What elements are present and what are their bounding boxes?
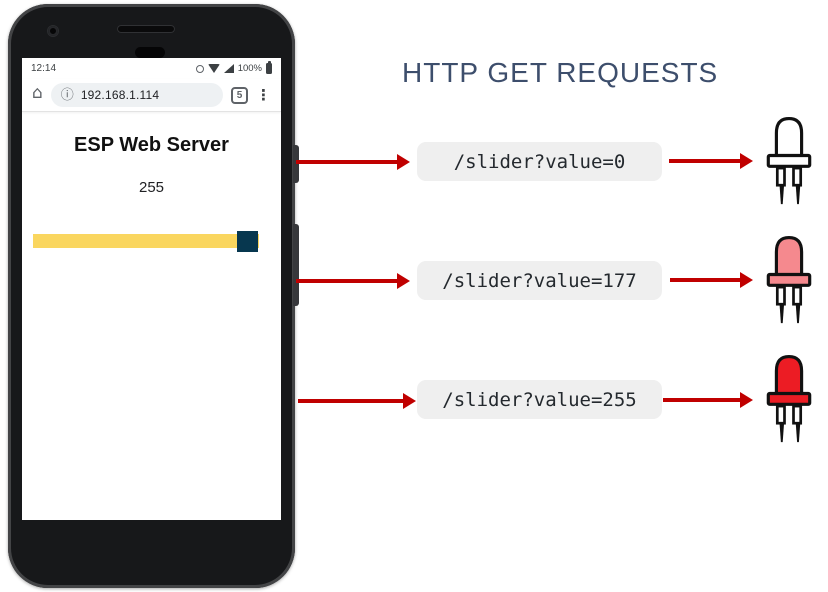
request-arrow <box>298 393 416 409</box>
request-path-box: /slider?value=0 <box>417 142 662 181</box>
status-bar: 12:14 100% <box>22 58 281 79</box>
data-saver-icon <box>195 64 204 73</box>
wifi-icon <box>207 64 220 73</box>
led-dim-icon <box>766 236 812 324</box>
phone-frame: 12:14 100% ⌂ ⓘ 192.168.1.114 5 ⋮ <box>8 4 295 588</box>
brightness-slider-thumb[interactable] <box>237 231 258 252</box>
request-arrow <box>296 273 410 289</box>
led-bright-icon <box>766 355 812 443</box>
request-path-box: /slider?value=255 <box>417 380 662 419</box>
status-time: 12:14 <box>31 63 57 74</box>
battery-icon <box>266 61 272 74</box>
tab-switcher-button[interactable]: 5 <box>231 86 248 104</box>
url-field[interactable]: ⓘ 192.168.1.114 <box>50 83 223 107</box>
page-title: ESP Web Server <box>74 134 229 156</box>
phone-screen: 12:14 100% ⌂ ⓘ 192.168.1.114 5 ⋮ <box>22 58 281 520</box>
request-path-box: /slider?value=177 <box>417 261 662 300</box>
front-camera <box>48 26 58 36</box>
page-info-icon[interactable]: ⓘ <box>60 87 74 103</box>
power-button <box>293 145 299 183</box>
browser-menu-icon[interactable]: ⋮ <box>256 85 271 104</box>
led-off-icon <box>766 117 812 205</box>
request-path: /slider?value=0 <box>453 150 626 173</box>
status-icons: 100% <box>195 61 272 74</box>
request-arrow <box>296 154 410 170</box>
url-text[interactable]: 192.168.1.114 <box>80 88 160 102</box>
earpiece-notch <box>135 47 165 58</box>
response-arrow <box>669 153 753 169</box>
slider-value-readout: 255 <box>138 179 165 196</box>
home-icon[interactable]: ⌂ <box>32 83 43 103</box>
volume-button <box>293 224 299 306</box>
diagram-title: HTTP GET REQUESTS <box>402 57 719 88</box>
response-arrow <box>663 392 753 408</box>
response-arrow <box>670 272 753 288</box>
browser-address-bar: ⌂ ⓘ 192.168.1.114 5 ⋮ <box>22 79 281 112</box>
brightness-slider-track[interactable] <box>33 234 259 248</box>
battery-percent: 100% <box>237 63 262 74</box>
request-path: /slider?value=177 <box>442 269 637 292</box>
request-path: /slider?value=255 <box>442 388 637 411</box>
speaker-grille <box>117 25 175 33</box>
cellular-signal-icon <box>223 64 234 73</box>
